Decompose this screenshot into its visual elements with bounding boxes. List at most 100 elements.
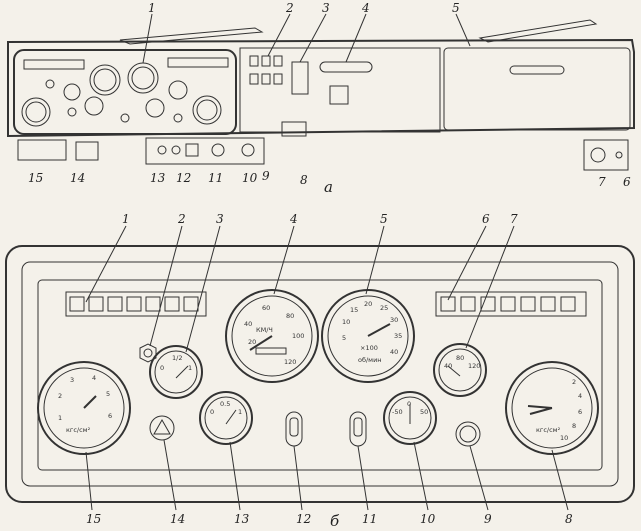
callout-b-10: 10: [420, 512, 436, 526]
figure-a: [7, 13, 635, 171]
tacho-tick-25: 25: [380, 304, 388, 312]
pr-tick-10: 10: [560, 434, 568, 442]
figure-a-sublabel: а: [324, 178, 333, 196]
middle-panel-a: [239, 47, 441, 133]
temp-tick-120: 120: [468, 362, 480, 370]
pl-tick-5: 5: [106, 390, 110, 398]
tacho-tick-20: 20: [364, 300, 372, 308]
indicator-strip-right: [167, 57, 229, 68]
temp-tick-80: 80: [456, 354, 464, 362]
pl-unit: кгс/см²: [66, 426, 91, 434]
lower-box-14: [75, 141, 99, 161]
pr-tick-6: 6: [578, 408, 582, 416]
glovebox-a: [443, 47, 631, 131]
lower-switch-strip: [145, 137, 265, 165]
callout-b-15: 15: [86, 512, 101, 526]
figure-a-callouts: 1 2 3 4 5 6 7 8 9 10 11 12 13 14 15 а: [28, 1, 631, 196]
toggle-switch-11: [349, 411, 367, 447]
fuel-tick-1: 1: [188, 364, 192, 372]
key-switch-a: [281, 121, 307, 137]
callout-b-8: 8: [565, 512, 573, 526]
indicator-lamps-left: [65, 291, 207, 317]
temp-needle: [447, 365, 461, 377]
panel-inner-b: [21, 261, 619, 487]
fuse-box-a: [291, 61, 309, 95]
callout-b-9: 9: [484, 512, 492, 526]
speedo-tick-20: 20: [248, 338, 256, 346]
light-knob: [139, 343, 157, 363]
temperature-gauge: 40 80 120: [433, 343, 487, 397]
pl-tick-2: 2: [58, 392, 62, 400]
gauge-pressure-left-a: [21, 97, 51, 127]
callout-a-2: 2: [285, 1, 294, 15]
oil-tick-half: 0.5: [220, 400, 230, 408]
tacho-unit: об/мин: [358, 356, 382, 364]
indicator-lamps-right: [435, 291, 587, 317]
temp-tick-40: 40: [444, 362, 452, 370]
speedo-unit: КМ/Ч: [256, 326, 273, 334]
ammeter-gauge: -50 0 50: [383, 391, 437, 445]
fuel-tick-0: 0: [160, 364, 164, 372]
figure-b-sublabel: б: [330, 512, 340, 530]
tachometer-needle: [367, 323, 391, 337]
odometer: [255, 347, 287, 355]
warning-lamp-9: [455, 421, 481, 447]
speedo-tick-40: 40: [244, 320, 252, 328]
callout-a-15: 15: [28, 171, 43, 185]
callout-b-2: 2: [177, 212, 186, 226]
callout-a-13: 13: [150, 171, 166, 185]
fuel-needle: [175, 365, 189, 379]
hazard-triangle-icon: [153, 418, 171, 435]
amp-tick-neg: -50: [392, 408, 403, 416]
callout-b-7: 7: [510, 212, 518, 226]
callout-b-3: 3: [216, 212, 224, 226]
gauge-small-a4: [145, 98, 165, 118]
pr-unit: кгс/см²: [536, 426, 561, 434]
speedo-tick-100: 100: [292, 332, 304, 340]
hazard-lamp: [149, 415, 175, 441]
pl-tick-3: 3: [70, 376, 74, 384]
callout-b-14: 14: [170, 512, 185, 526]
callout-a-11: 11: [208, 171, 223, 185]
fuel-tick-half: 1/2: [172, 354, 182, 362]
callout-a-9: 9: [262, 169, 270, 183]
tacho-scale: ×100: [360, 344, 378, 352]
callout-a-5: 5: [452, 1, 460, 15]
radio-grid-a: [329, 85, 349, 105]
callout-b-6: 6: [482, 212, 490, 226]
pressure-gauge-right: 2 4 6 8 10 кгс/см²: [505, 361, 599, 455]
speedo-tick-80: 80: [286, 312, 294, 320]
amp-tick-zero: 0: [407, 400, 411, 408]
side-control-a: [583, 139, 629, 171]
speedometer-gauge: 20 40 60 80 100 120 КМ/Ч: [225, 289, 319, 383]
pr-tick-8: 8: [572, 422, 576, 430]
oil-gauge: 0 0.5 1: [199, 391, 253, 445]
toggle-switch-12: [285, 411, 303, 447]
pl-tick-6: 6: [108, 412, 112, 420]
pr-tick-4: 4: [578, 392, 582, 400]
pressure-gauge-left: 1 2 3 4 5 6 кгс/см²: [37, 361, 131, 455]
tacho-tick-15: 15: [350, 306, 358, 314]
pressure-right-needle-1: [527, 405, 553, 409]
tacho-tick-5: 5: [342, 334, 346, 342]
indicator-strip-left: [23, 59, 85, 70]
gauge-small-a2: [84, 96, 104, 116]
amp-tick-pos: 50: [420, 408, 428, 416]
speedo-tick-120: 120: [284, 358, 296, 366]
gauge-small-a3: [168, 80, 188, 100]
wiper-right: [478, 19, 598, 43]
tachometer-gauge: 5 10 15 20 25 30 35 40 ×100 об/мин: [321, 289, 415, 383]
tacho-tick-40: 40: [390, 348, 398, 356]
pl-tick-4: 4: [92, 374, 96, 382]
gauge-pressure-right-a: [192, 95, 222, 125]
ashtray-a: [319, 61, 373, 73]
pressure-left-needle: [83, 395, 97, 409]
callout-a-1: 1: [148, 1, 156, 15]
oil-tick-1: 1: [238, 408, 242, 416]
figure-b: 20 40 60 80 100 120 КМ/Ч 5 10 15 20 25 3…: [5, 225, 635, 511]
lower-box-15: [17, 139, 67, 161]
gauge-small-a1: [63, 83, 81, 101]
callout-a-14: 14: [70, 171, 85, 185]
callout-a-6: 6: [623, 175, 631, 189]
